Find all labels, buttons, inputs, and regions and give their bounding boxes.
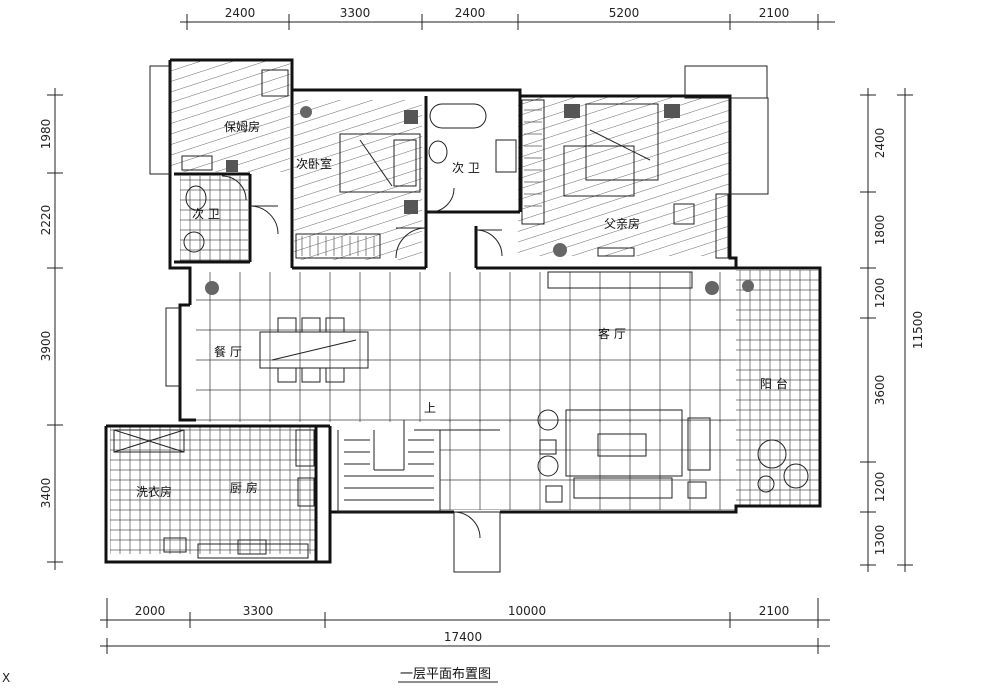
corner-mark: X: [2, 671, 10, 685]
room-label-bath-center: 次 卫: [452, 161, 480, 175]
room-label-bath-left: 次 卫: [192, 207, 220, 221]
dimension-bottom: 2000 3300 10000 2100 17400: [100, 598, 830, 654]
dim-top-3: 2400: [455, 6, 486, 20]
room-label-father-room: 父亲房: [604, 216, 640, 231]
dim-right-4: 3600: [873, 375, 887, 406]
dimension-right: 2400 1800 1200 3600 1200 1300 11500: [860, 88, 925, 572]
dim-bottom-total: 17400: [444, 630, 482, 644]
dim-right-2: 1800: [873, 215, 887, 246]
staircase: [337, 420, 500, 513]
dim-top-2: 3300: [340, 6, 371, 20]
dim-bottom-1: 2000: [135, 604, 166, 618]
wardrobes: [261, 69, 729, 289]
dim-left-1: 1980: [39, 119, 53, 150]
room-label-living: 客 厅: [598, 326, 626, 341]
dim-right-total: 11500: [911, 311, 925, 349]
dim-left-2: 2220: [39, 205, 53, 236]
drawing-title: 一层平面布置图: [400, 667, 491, 682]
room-label-dining: 餐 厅: [214, 344, 242, 359]
bathroom-fixtures: [181, 103, 517, 253]
bed-father-room: [563, 103, 695, 225]
living-room-furniture: [537, 409, 711, 503]
kitchen-fixtures: [113, 429, 315, 559]
bed-second-bedroom: [339, 110, 421, 214]
floor-finishes: [110, 60, 820, 554]
dim-bottom-3: 10000: [508, 604, 546, 618]
dim-bottom-2: 3300: [243, 604, 274, 618]
dim-top-5: 2100: [759, 6, 790, 20]
room-label-kitchen: 厨 房: [230, 480, 258, 495]
dim-right-6: 1300: [873, 525, 887, 556]
balcony-furniture: [757, 439, 809, 493]
dim-top-1: 2400: [225, 6, 256, 20]
dimension-top: 2400 3300 2400 5200 2100: [180, 6, 835, 30]
walls: [104, 58, 822, 564]
dim-left-4: 3400: [39, 478, 53, 509]
room-label-second-bedroom: 次卧室: [296, 156, 332, 171]
dim-bottom-4: 2100: [759, 604, 790, 618]
dim-top-4: 5200: [609, 6, 640, 20]
dim-right-5: 1200: [873, 472, 887, 503]
dim-right-1: 2400: [873, 128, 887, 159]
room-label-nanny: 保姆房: [224, 119, 260, 134]
room-label-laundry: 洗衣房: [136, 484, 172, 499]
room-label-balcony: 阳 台: [760, 376, 788, 391]
doors: [221, 175, 503, 573]
dining-table: [259, 317, 369, 383]
stair-up-label: 上: [424, 401, 436, 415]
dim-left-3: 3900: [39, 331, 53, 362]
dimension-left: 1980 2220 3900 3400: [39, 88, 63, 570]
dim-right-3: 1200: [873, 278, 887, 309]
plants: [205, 106, 754, 295]
